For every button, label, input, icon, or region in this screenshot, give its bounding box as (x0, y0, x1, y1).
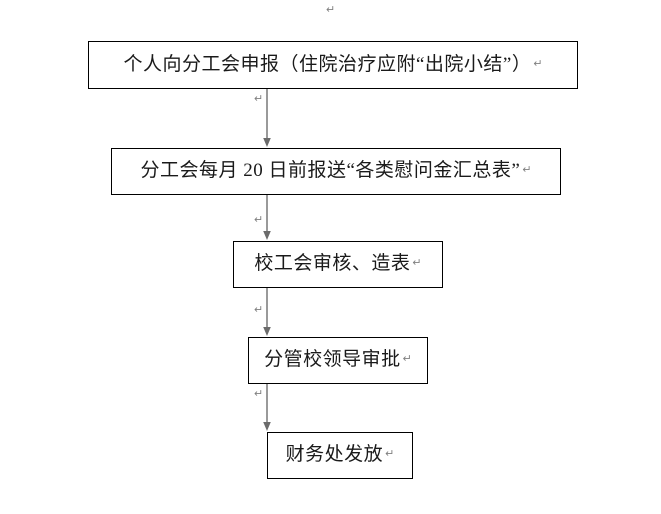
flow-node-label: 分工会每月 20 日前报送“各类慰问金汇总表” (140, 160, 521, 182)
flow-node-finance-payout[interactable]: 财务处发放↵ (267, 432, 413, 479)
flow-node-apply[interactable]: 个人向分工会申报（住院治疗应附“出院小结”）↵ (88, 41, 578, 89)
flow-node-leader-approval[interactable]: 分管校领导审批↵ (248, 337, 428, 384)
paragraph-mark-icon: ↵ (385, 448, 395, 460)
flow-node-submit-summary[interactable]: 分工会每月 20 日前报送“各类慰问金汇总表”↵ (111, 148, 561, 195)
flow-node-label: 个人向分工会申报（住院治疗应附“出院小结”） (123, 53, 532, 75)
paragraph-mark-icon-connector: ↵ (254, 388, 264, 400)
flow-connector-arrow-down (262, 195, 272, 241)
flow-connector-arrow-down (262, 89, 272, 148)
paragraph-mark-icon-top: ↵ (326, 4, 336, 16)
flow-node-label: 分管校领导审批 (264, 349, 401, 371)
paragraph-mark-icon: ↵ (522, 164, 532, 176)
flow-node-label: 财务处发放 (285, 444, 384, 466)
paragraph-mark-icon: ↵ (412, 257, 422, 269)
paragraph-mark-icon: ↵ (402, 353, 412, 365)
paragraph-mark-icon: ↵ (533, 57, 543, 70)
flow-node-label: 校工会审核、造表 (254, 253, 411, 275)
flow-connector-arrow-down (262, 384, 272, 432)
flow-node-union-review[interactable]: 校工会审核、造表↵ (233, 241, 443, 288)
flow-connector-arrow-down (262, 288, 272, 337)
paragraph-mark-icon-connector: ↵ (254, 214, 264, 226)
paragraph-mark-icon-connector: ↵ (254, 304, 264, 316)
paragraph-mark-icon-connector: ↵ (254, 93, 264, 105)
